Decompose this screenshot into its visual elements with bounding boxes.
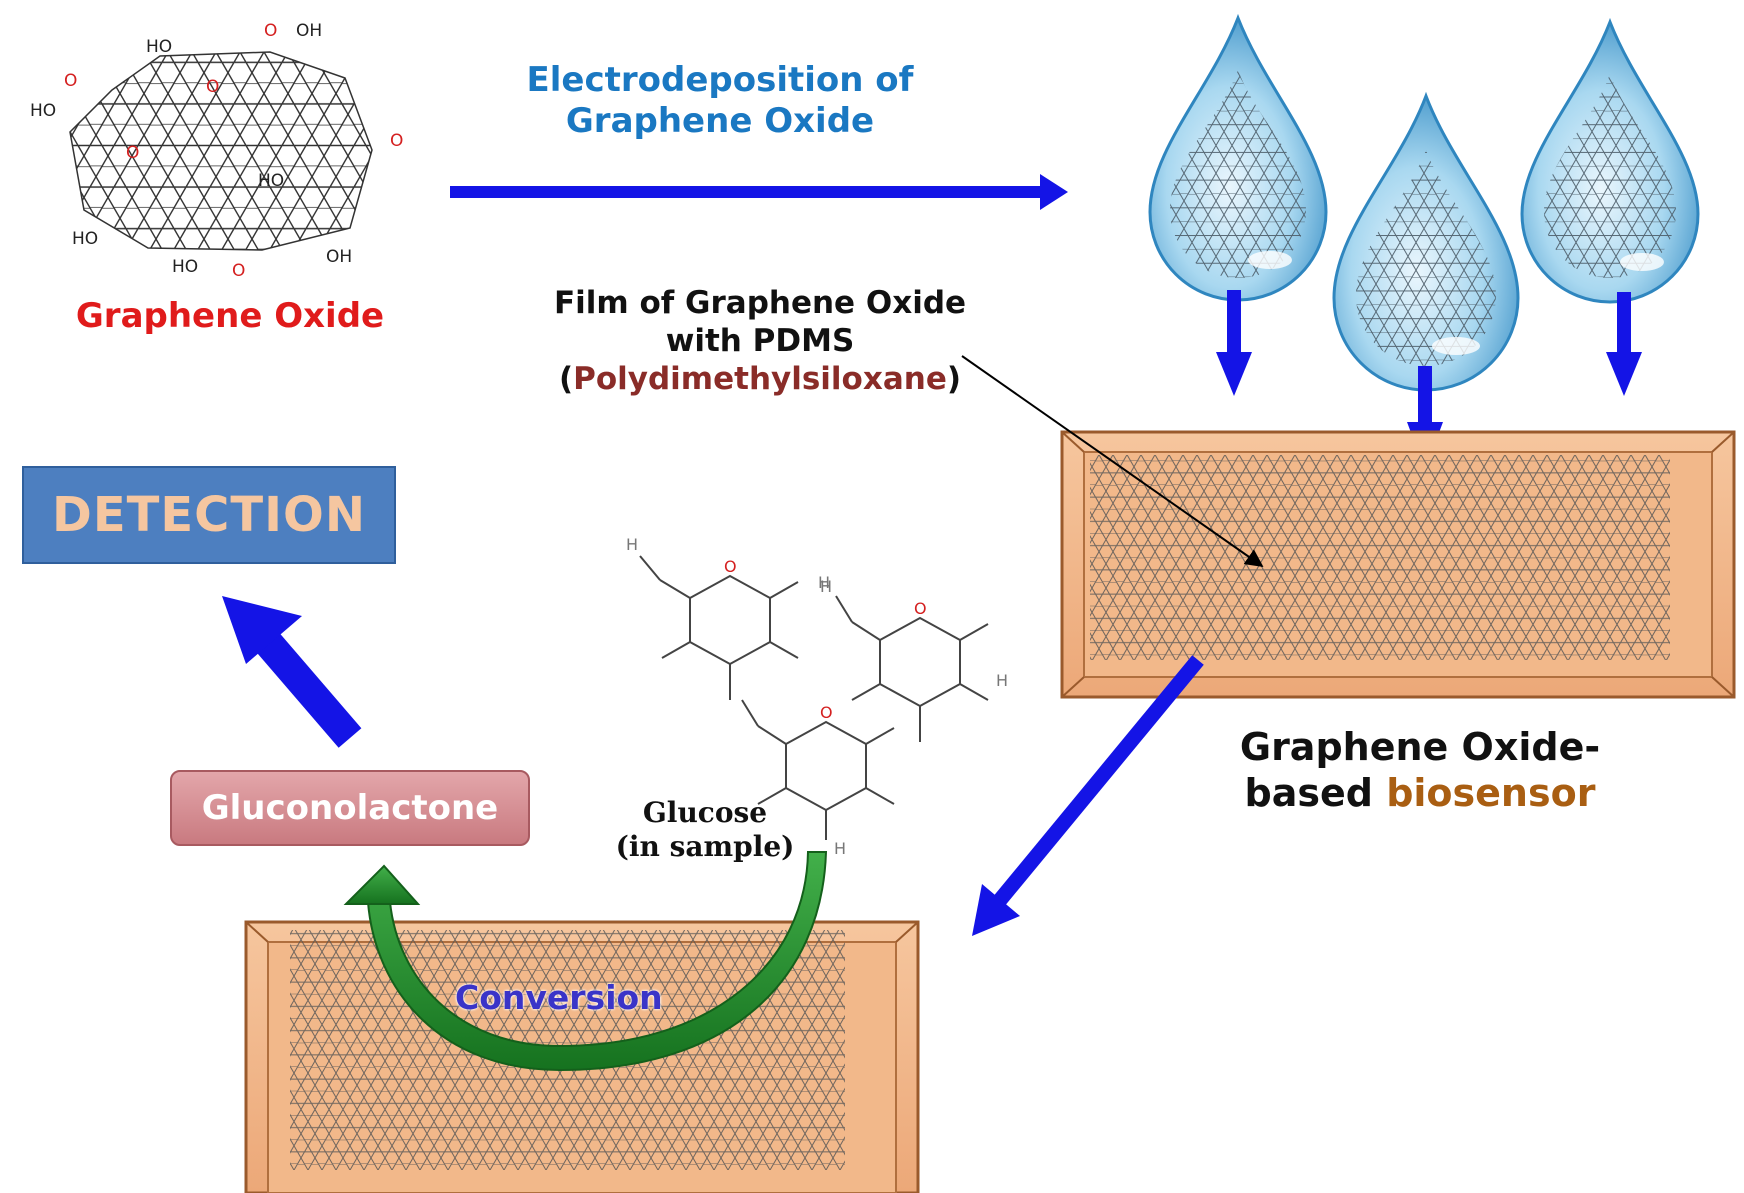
film-line3: (Polydimethylsiloxane) (530, 361, 990, 399)
glucose-label: Glucose (in sample) (600, 796, 810, 864)
film-line2: with PDMS (665, 322, 855, 359)
conversion-label: Conversion (455, 978, 663, 1017)
sample-slab (244, 920, 920, 1193)
droplet-right (1520, 17, 1700, 304)
mol-label: O (724, 557, 737, 576)
electrodeposition-arrow (450, 174, 1068, 210)
mol-label: H (834, 839, 846, 858)
to-detection-arrow (222, 596, 362, 748)
conversion-arrow (343, 851, 828, 1072)
paren-open: ( (558, 360, 574, 397)
detection-label: DETECTION (52, 487, 366, 543)
gluconolactone-label: Gluconolactone (201, 788, 499, 828)
polymer-name: Polydimethylsiloxane (573, 360, 947, 397)
film-line1: Film of Graphene Oxide (553, 285, 967, 321)
biosensor-highlight: biosensor (1386, 771, 1596, 816)
glucose-molecules (639, 555, 989, 840)
mol-label: HO (146, 37, 172, 57)
graphene-oxide-title: Graphene Oxide (75, 296, 385, 336)
film-label: Film of Graphene Oxide with PDMS (Polydi… (530, 285, 990, 398)
mol-label: O (390, 131, 403, 151)
mol-label: OH (296, 21, 322, 41)
glucose-line1: Glucose (642, 796, 768, 829)
film-pointer-arrow (961, 355, 1264, 568)
biosensor-slab (1060, 430, 1736, 699)
electrodeposition-line2: Graphene Oxide (565, 101, 875, 142)
biosensor-line1: Graphene Oxide- (1239, 725, 1601, 769)
detection-box: DETECTION (22, 466, 396, 564)
mol-label: HO (258, 171, 284, 191)
sensor-to-sample-arrow (972, 655, 1204, 936)
down-arrow (1216, 290, 1252, 396)
mol-label: O (126, 143, 139, 163)
mol-label: H (818, 573, 830, 592)
mol-label: O (206, 77, 219, 97)
biosensor-label: Graphene Oxide- based biosensor (1160, 724, 1680, 817)
mol-label: H (626, 535, 638, 554)
biosensor-line2: based biosensor (1160, 770, 1680, 816)
droplet-middle (1332, 91, 1520, 392)
mol-label: O (264, 21, 277, 41)
gluconolactone-box: Gluconolactone (170, 770, 530, 846)
glucose-line2: (in sample) (615, 830, 795, 864)
electrodeposition-line1: Electrodeposition of (526, 60, 914, 100)
glucose-atoms: O O O H H H H H (626, 535, 1008, 858)
mol-label: H (820, 577, 832, 596)
mol-label: HO (172, 257, 198, 277)
graphene-oxide-molecule: HO OH HO HO HO OH HO O O O O O O (30, 21, 403, 281)
paren-close: ) (946, 360, 962, 397)
mol-label: O (820, 703, 833, 722)
mol-label: HO (30, 101, 56, 121)
droplet-left (1148, 13, 1328, 302)
mol-label: O (64, 71, 77, 91)
mol-label: H (996, 671, 1008, 690)
electrodeposition-label: Electrodeposition of Graphene Oxide (470, 60, 970, 143)
biosensor-prefix: based (1244, 771, 1387, 816)
mol-label: O (914, 599, 927, 618)
down-arrow (1606, 292, 1642, 396)
mol-label: O (232, 261, 245, 281)
mol-label: OH (326, 247, 352, 267)
mol-label: HO (72, 229, 98, 249)
